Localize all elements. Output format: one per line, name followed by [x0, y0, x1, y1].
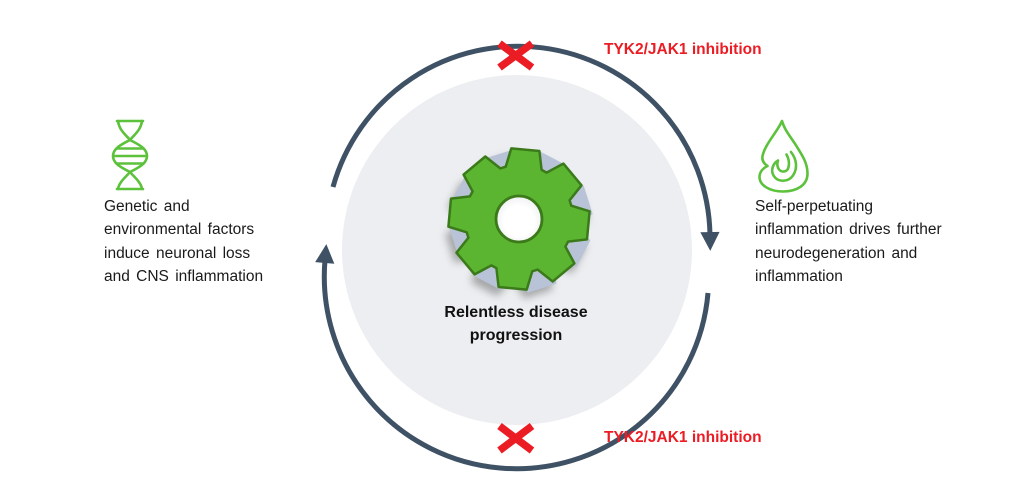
- inhibition-cross-bottom-icon: [497, 423, 535, 454]
- inhibition-cross-top-icon: [497, 40, 535, 71]
- inhibition-label-bottom: TYK2/JAK1 inhibition: [604, 429, 762, 446]
- gear-icon: [447, 147, 593, 293]
- flame-icon: [758, 119, 809, 193]
- right-caption: Self-perpetuating inflammation drives fu…: [755, 198, 942, 286]
- dna-icon: [111, 119, 149, 191]
- inhibition-label-top: TYK2/JAK1 inhibition: [604, 41, 762, 58]
- gear-icon-hub: [494, 194, 544, 244]
- cycle-center-label: Relentless disease progression: [444, 304, 588, 345]
- left-caption: Genetic and environmental factors induce…: [104, 198, 264, 286]
- cycle-arc-bottom: [315, 244, 711, 472]
- cycle-arc-top: [330, 43, 720, 251]
